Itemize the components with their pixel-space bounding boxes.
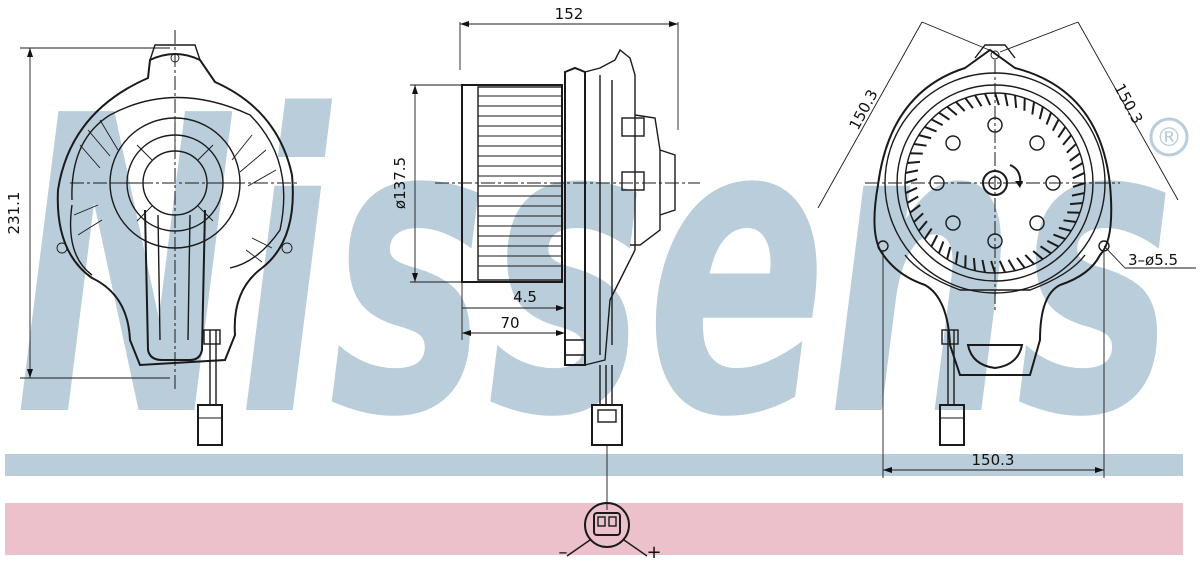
vane-tick bbox=[1069, 152, 1081, 162]
vane-tick bbox=[1062, 134, 1072, 146]
vane-tick bbox=[1004, 93, 1009, 107]
vane-tick bbox=[1032, 250, 1044, 260]
brand-watermark: Nissens bbox=[15, 29, 1175, 507]
vane-tick bbox=[990, 260, 996, 274]
vane-tick bbox=[984, 93, 992, 106]
connector-minus-label: – bbox=[559, 542, 568, 563]
vane-tick bbox=[1024, 254, 1035, 265]
vane-tick bbox=[955, 101, 966, 112]
vane-tick bbox=[913, 142, 927, 147]
rear-view: 150.3 150.3 3–ø5 bbox=[817, 21, 1196, 478]
depth-dimension: 70 bbox=[500, 314, 519, 332]
vane-tick bbox=[907, 160, 921, 164]
vane-tick bbox=[904, 178, 918, 184]
vane-tick bbox=[946, 246, 952, 260]
vane-tick bbox=[974, 94, 983, 107]
vane-tick bbox=[972, 257, 976, 271]
vane-tick bbox=[1072, 182, 1086, 188]
vane-tick bbox=[909, 204, 921, 214]
vane-tick bbox=[924, 125, 937, 133]
mounting-holes-dimension: 3–ø5.5 bbox=[1128, 251, 1178, 269]
vane-tick bbox=[1071, 162, 1084, 171]
height-dimension: 231.1 bbox=[5, 192, 23, 235]
vane-tick bbox=[918, 220, 928, 232]
overall-width-dimension: 152 bbox=[555, 5, 584, 23]
vane-tick bbox=[954, 251, 959, 265]
vane-tick bbox=[964, 97, 974, 109]
vane-tick bbox=[1038, 106, 1044, 120]
vane-tick bbox=[1045, 112, 1053, 125]
vane-tick bbox=[1058, 226, 1072, 232]
side-view: 152 ø137.5 4.5 70 bbox=[391, 5, 700, 510]
rear-vane-ticks bbox=[904, 92, 1086, 274]
vane-tick bbox=[1039, 245, 1052, 255]
vane-tick bbox=[994, 92, 1000, 106]
vane-tick bbox=[938, 111, 951, 121]
vane-tick bbox=[946, 106, 958, 116]
vane-tick bbox=[905, 169, 919, 174]
vane-tick bbox=[1053, 233, 1066, 241]
vane-tick bbox=[1066, 143, 1077, 154]
diameter-dimension: ø137.5 bbox=[391, 157, 409, 209]
fan-blades bbox=[478, 95, 562, 267]
vane-tick bbox=[1046, 239, 1060, 248]
vane-tick bbox=[1069, 202, 1083, 206]
vane-tick bbox=[937, 241, 945, 254]
vane-tick bbox=[1057, 126, 1067, 139]
vane-tick bbox=[1031, 101, 1036, 115]
vane-tick bbox=[930, 118, 944, 127]
offset-dimension: 4.5 bbox=[513, 288, 537, 306]
vane-tick bbox=[1072, 172, 1085, 180]
vane-tick bbox=[913, 212, 924, 223]
vane-tick bbox=[923, 227, 933, 240]
vane-tick bbox=[1063, 219, 1077, 224]
connector-plus-label: + bbox=[646, 542, 661, 563]
vane-tick bbox=[1014, 95, 1018, 109]
vane-tick bbox=[981, 259, 986, 273]
vane-tick bbox=[905, 186, 918, 194]
vane-tick bbox=[906, 195, 919, 204]
connector-pinout: – + bbox=[559, 502, 662, 563]
registered-mark: ® bbox=[1156, 123, 1182, 153]
flange-bottom-dimension: 150.3 bbox=[972, 451, 1015, 469]
vane-tick bbox=[998, 260, 1006, 273]
registered-mark-circle bbox=[1149, 117, 1189, 157]
vane-tick bbox=[1007, 259, 1016, 272]
vane-tick bbox=[1051, 118, 1060, 132]
vane-tick bbox=[1016, 257, 1026, 269]
vane-tick bbox=[930, 234, 939, 248]
vane-tick bbox=[1071, 192, 1085, 197]
vane-tick bbox=[918, 134, 932, 140]
front-view: 231.1 bbox=[5, 30, 300, 446]
